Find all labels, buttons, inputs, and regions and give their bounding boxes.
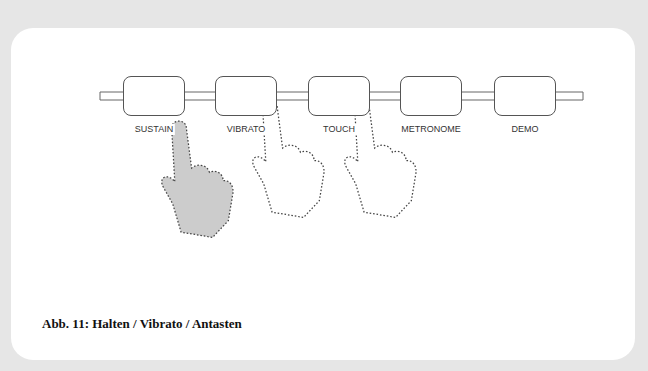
hand-pointer <box>253 101 324 217</box>
rail-connector <box>185 92 215 101</box>
button: METRONOME <box>400 76 462 116</box>
button-label: METRONOME <box>399 124 463 135</box>
rail-end <box>556 92 583 100</box>
rail-inner <box>185 93 215 100</box>
hand-pointer <box>345 101 416 217</box>
rail-inner <box>277 93 308 100</box>
button-label: VIBRATO <box>225 124 268 135</box>
rail-end <box>100 92 124 100</box>
button: TOUCH <box>308 76 370 116</box>
figure-caption: Abb. 11: Halten / Vibrato / Antasten <box>42 316 242 332</box>
button: SUSTAIN <box>123 76 185 116</box>
button-label: DEMO <box>510 124 541 135</box>
rail-connector <box>370 92 400 101</box>
rail-inner <box>462 93 494 100</box>
rail-inner <box>370 93 400 100</box>
rail-connector <box>277 92 308 101</box>
button: VIBRATO <box>215 76 277 116</box>
hand-pointer <box>162 121 233 237</box>
button-label: TOUCH <box>321 124 357 135</box>
button: DEMO <box>494 76 556 116</box>
rail-connector <box>462 92 494 101</box>
button-label: SUSTAIN <box>133 124 175 135</box>
